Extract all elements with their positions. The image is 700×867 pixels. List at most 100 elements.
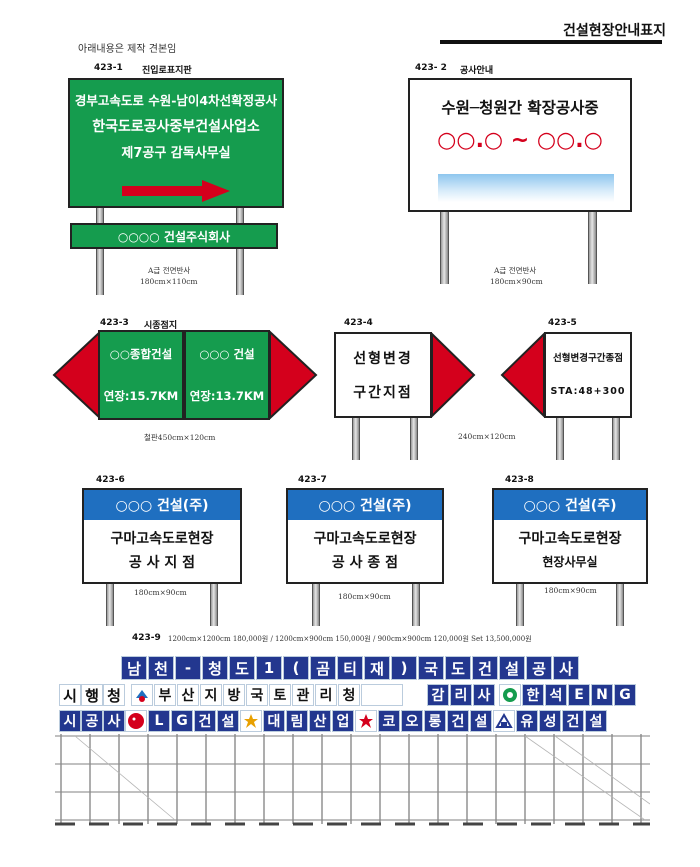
billboard-letter-tile: L xyxy=(148,710,170,732)
sign-name: 시종점지 xyxy=(144,321,178,331)
sign-post xyxy=(440,212,449,284)
construction-info-line-2: ○○.○ ~ ○○.○ xyxy=(437,128,603,153)
billboard-letter-tile: ( xyxy=(283,656,309,680)
entry-sign-line-3: 제7공구 감독사무실 xyxy=(121,146,231,161)
billboard-letter-tile: 시 xyxy=(59,684,81,706)
billboard-letter-tile: 남 xyxy=(121,656,147,680)
billboard-letter-tile: 사 xyxy=(553,656,579,680)
billboard-letter-tile: 설 xyxy=(585,710,607,732)
billboard-letter-tile: 도 xyxy=(445,656,471,680)
sign-spec: A급 전면반사 xyxy=(148,266,191,275)
site-end-line-1: 구마고속도로현장 xyxy=(313,531,417,547)
supervisor-logo-icon xyxy=(499,684,521,706)
site-start-line-2: 공 사 지 점 xyxy=(128,555,196,571)
route-change-end-line-1: 선형변경구간종점 xyxy=(553,353,623,364)
sign-code: 423-3 xyxy=(100,318,129,328)
entry-sign-board: 경부고속도로 수원-남이4차선확정공사 한국도로공사중부건설사업소 제7공구 감… xyxy=(68,78,284,208)
sign-post xyxy=(616,584,624,626)
billboard-letter-tile: 공 xyxy=(81,710,103,732)
construction-info-line-1: 수원─청원간 확장공사중 xyxy=(441,99,599,117)
billboard-letter-tile: 오 xyxy=(401,710,423,732)
route-change-board: 선형변경 구간지점 xyxy=(334,332,432,418)
sign-spec: 180cm×90cm xyxy=(544,586,597,595)
route-change-end-board: 선형변경구간종점 STA:48+300 xyxy=(544,332,632,418)
sample-note: 아래내용은 제작 견본임 xyxy=(78,44,177,55)
billboard-letter-tile: 행 xyxy=(81,684,103,706)
sign-post xyxy=(96,208,104,224)
billboard-letter-tile: 재 xyxy=(364,656,390,680)
billboard-letter-tile: 유 xyxy=(516,710,538,732)
yusung-logo-icon xyxy=(493,710,515,732)
billboard-letter-tile: N xyxy=(591,684,613,706)
title-rule xyxy=(440,40,662,44)
route-change-line-1: 선형변경 xyxy=(353,351,413,367)
arrow-right-icon xyxy=(269,330,318,420)
billboard-letter-tile: 림 xyxy=(286,710,308,732)
sign-code: 423-6 xyxy=(96,475,125,485)
billboard-letter-tile: G xyxy=(171,710,193,732)
billboard-spec: 1200cm×1200cm 180,000원 / 1200cm×900cm 15… xyxy=(168,635,532,643)
site-office-line-1: 구마고속도로현장 xyxy=(518,531,622,547)
billboard-letter-tile: E xyxy=(568,684,590,706)
billboard-letter-tile: 방 xyxy=(223,684,245,706)
sign-post xyxy=(106,584,114,626)
billboard-letter-tile: 감 xyxy=(427,684,449,706)
sign-spec: 180cm×90cm xyxy=(134,588,187,597)
sign-post xyxy=(352,418,360,460)
sign-spec: 180cm×90cm xyxy=(338,592,391,601)
sign-code: 423- 2 xyxy=(415,63,447,73)
construction-info-board: 수원─청원간 확장공사중 ○○.○ ~ ○○.○ xyxy=(408,78,632,212)
end-point-company: ○○○ 건설 xyxy=(199,347,255,361)
billboard-letter-tile: 관 xyxy=(292,684,314,706)
start-point-length: 연장:15.7KM xyxy=(103,389,179,403)
sign-spec: 180cm×110cm xyxy=(140,277,198,286)
sign-spec: 240cm×120cm xyxy=(458,432,516,441)
billboard-letter-tile: 부 xyxy=(154,684,176,706)
sign-code: 423-4 xyxy=(344,318,373,328)
arrow-right-icon xyxy=(122,180,230,202)
billboard-letter-tile: 업 xyxy=(332,710,354,732)
end-point-length: 연장:13.7KM xyxy=(189,389,265,403)
billboard-letter-tile: 리 xyxy=(450,684,472,706)
site-start-board: ○○○ 건설(주) 구마고속도로현장 공 사 지 점 xyxy=(82,488,242,584)
site-office-board: ○○○ 건설(주) 구마고속도로현장 현장사무실 xyxy=(492,488,648,584)
company-subsign: ○○○○ 건설주식회사 xyxy=(70,223,278,249)
sign-post xyxy=(236,208,244,224)
billboard-letter-tile: 설 xyxy=(217,710,239,732)
arrow-left-icon xyxy=(52,330,101,420)
site-end-board: ○○○ 건설(주) 구마고속도로현장 공 사 종 점 xyxy=(286,488,444,584)
billboard-letter-tile: 시 xyxy=(59,710,81,732)
billboard-letter-tile: 청 xyxy=(338,684,360,706)
billboard-letter-tile: 천 xyxy=(148,656,174,680)
sign-post xyxy=(96,249,104,295)
arrow-right-icon xyxy=(431,332,476,418)
billboard-letter-tile: 국 xyxy=(246,684,268,706)
sign-post xyxy=(588,212,597,284)
billboard-letter-tile: 코 xyxy=(378,710,400,732)
billboard-letter-tile: 공 xyxy=(526,656,552,680)
billboard-letter-tile: 건 xyxy=(562,710,584,732)
end-point-panel: ○○○ 건설 연장:13.7KM xyxy=(184,330,270,420)
sign-spec: 철판450cm×120cm xyxy=(144,433,216,442)
billboard-letter-tile: 대 xyxy=(263,710,285,732)
sign-name: 진입로표지판 xyxy=(142,66,192,76)
billboard-letter-tile: 1 xyxy=(256,656,282,680)
site-office-line-2: 현장사무실 xyxy=(542,555,598,569)
billboard-letter-tile: 사 xyxy=(473,684,495,706)
sign-code: 423-1 xyxy=(94,63,123,73)
billboard-letter-tile: 티 xyxy=(337,656,363,680)
start-point-panel: ○○종합건설 연장:15.7KM xyxy=(98,330,184,420)
kolon-logo-icon xyxy=(355,710,377,732)
billboard-blank-tile xyxy=(361,684,403,706)
billboard-letter-tile: 리 xyxy=(315,684,337,706)
sign-post xyxy=(312,584,320,626)
site-end-header: ○○○ 건설(주) xyxy=(288,490,442,520)
billboard-letter-tile: 청 xyxy=(103,684,125,706)
sky-image-strip xyxy=(438,174,614,202)
billboard-letter-tile: 롱 xyxy=(424,710,446,732)
start-point-company: ○○종합건설 xyxy=(109,347,173,361)
site-office-header: ○○○ 건설(주) xyxy=(494,490,646,520)
sign-post xyxy=(556,418,564,460)
billboard-letter-tile: 청 xyxy=(202,656,228,680)
billboard-letter-tile: 도 xyxy=(229,656,255,680)
